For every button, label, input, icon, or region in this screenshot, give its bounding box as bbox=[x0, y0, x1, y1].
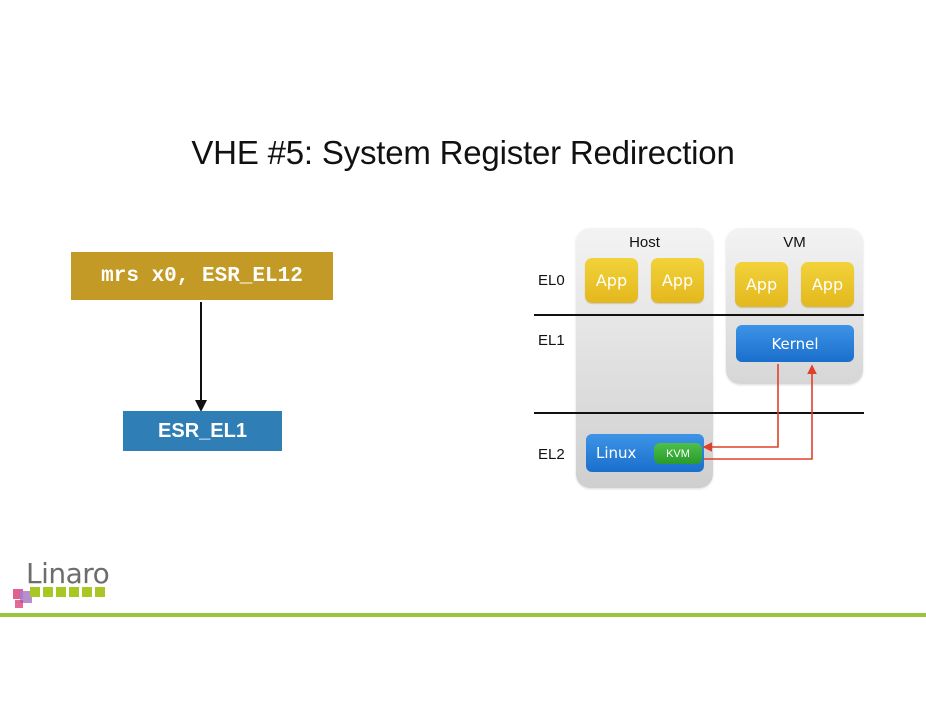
el1-el2-divider bbox=[534, 412, 864, 414]
host-app-1: App bbox=[585, 258, 638, 303]
el0-label: EL0 bbox=[538, 272, 565, 289]
vm-app-1: App bbox=[735, 262, 788, 307]
slide-title: VHE #5: System Register Redirection bbox=[191, 134, 735, 171]
el2-label: EL2 bbox=[538, 446, 565, 463]
redirect-arrow-line bbox=[200, 302, 202, 402]
linaro-logo-text: Linaro bbox=[26, 557, 110, 590]
vm-label: VM bbox=[783, 234, 806, 251]
vm-app-2: App bbox=[801, 262, 854, 307]
instruction-box: mrs x0, ESR_EL12 bbox=[71, 252, 333, 300]
target-register-box: ESR_EL1 bbox=[123, 411, 282, 451]
linux-label: Linux bbox=[596, 444, 637, 462]
host-label: Host bbox=[629, 234, 660, 251]
kvm-box: KVM bbox=[654, 443, 702, 464]
redirect-arrow-head bbox=[195, 400, 207, 412]
linaro-logo-mark bbox=[10, 585, 110, 613]
host-app-2: App bbox=[651, 258, 704, 303]
el0-el1-divider bbox=[534, 314, 864, 316]
footer-divider bbox=[0, 613, 926, 617]
el1-label: EL1 bbox=[538, 332, 565, 349]
vm-kernel-box: Kernel bbox=[736, 325, 854, 362]
